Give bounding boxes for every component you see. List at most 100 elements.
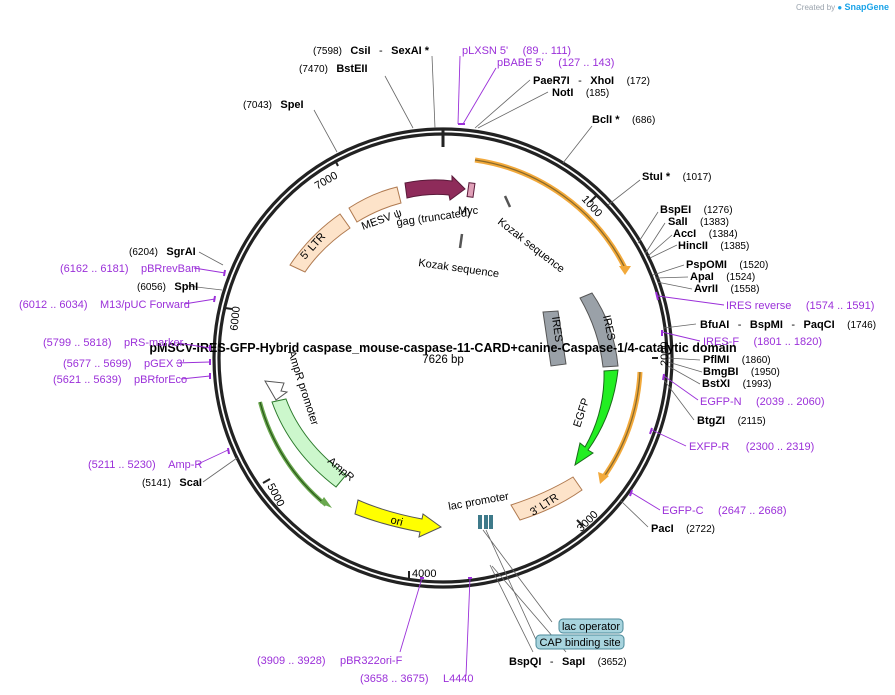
primer-site: (5211 .. 5230) Amp-R	[88, 455, 202, 472]
kozak-mark-1	[503, 195, 512, 208]
leader-line	[187, 285, 223, 291]
primer-marks	[209, 123, 665, 579]
primer-leader-lines	[175, 55, 725, 677]
leader-line	[637, 211, 678, 259]
primer-leader	[183, 298, 216, 305]
primer-mark	[227, 447, 230, 455]
primer-leader	[661, 331, 701, 342]
leader-line	[482, 529, 553, 643]
leader-line	[477, 91, 549, 129]
primer-leader	[399, 577, 423, 653]
primer-leader	[631, 492, 661, 511]
lac-operator-box	[558, 618, 624, 634]
primer-leader	[465, 577, 471, 677]
primer-site: (6012 .. 6034) M13/pUC Forward	[19, 295, 190, 312]
tick-mark	[334, 159, 339, 167]
label-ires-1: IRES	[549, 316, 564, 343]
primer-labels: pLXSN 5' (89 .. 111) pBABE 5' (127 .. 14…	[19, 45, 874, 685]
primer-site: EXFP-R (2300 .. 2319)	[689, 437, 814, 454]
enzyme-site: BtgZI (2115)	[697, 411, 766, 428]
primer-site: (5677 .. 5699) pGEX 3'	[63, 354, 185, 371]
orange-arc-right-head	[598, 472, 609, 484]
primer-leader	[651, 429, 687, 447]
label-gag: gag (truncated)	[396, 207, 472, 229]
leader-line	[431, 55, 436, 129]
enzyme-site: HincII (1385)	[678, 236, 749, 253]
enzyme-site: AvrII (1558)	[694, 279, 759, 296]
primer-leader	[193, 267, 226, 274]
label-myc: Myc	[458, 205, 479, 217]
ruler-ticks	[224, 159, 658, 579]
enzyme-site: (5141) ScaI	[142, 473, 202, 490]
label-kozak-2: Kozak sequence	[418, 257, 500, 280]
enzyme-site: (6204) SgrAI	[129, 242, 196, 259]
gag-arrow	[404, 174, 466, 201]
tick-label-4000: 4000	[412, 568, 436, 580]
enzyme-site: BspEI (1276)	[660, 200, 733, 217]
primer-site: EGFP-C (2647 .. 2668)	[662, 501, 787, 518]
primer-site: (6162 .. 6181) pBRrevBam	[60, 259, 200, 276]
created-by-text: Created by	[796, 3, 836, 12]
plasmid-name: pMSCV-IRES-GFP-Hybrid caspase_mouse-casp…	[149, 341, 736, 355]
enzyme-site: PaeR7I - XhoI (172)	[533, 71, 650, 88]
leader-lines	[187, 55, 703, 653]
primer-leader	[657, 295, 725, 306]
primer-mark	[629, 489, 633, 497]
ampr-promoter-arrow	[264, 380, 289, 401]
primer-leader	[462, 67, 497, 125]
enzyme-site: BmgBI (1950)	[703, 362, 780, 379]
primer-leader	[457, 55, 461, 125]
kozak-mark-2	[458, 233, 464, 249]
enzyme-site: PspOMI (1520)	[686, 255, 768, 272]
enzyme-site: (7043) SpeI	[243, 95, 304, 112]
enzyme-site: AccI (1384)	[673, 224, 738, 241]
cap-site-label: CAP binding site	[539, 637, 620, 649]
primer-site: (5799 .. 5818) pRS-marker	[43, 333, 184, 350]
egfp-arrow	[574, 369, 619, 467]
enzyme-site: BfuAI - BspMI - PaqCI (1746)	[700, 315, 876, 332]
enzyme-labels: (7598) CsiI - SexAI * (7470) BstEII (704…	[129, 41, 876, 668]
primer-leader	[177, 342, 211, 349]
lac-promoter-mark	[489, 515, 493, 529]
ltr5-box	[289, 213, 351, 273]
ires-box-1	[542, 310, 567, 367]
enzyme-site: PflMI (1860)	[703, 350, 771, 367]
primer-leader	[663, 375, 699, 401]
primer-leader	[180, 375, 211, 380]
leader-line	[384, 75, 414, 129]
site-boxes: lac operator CAP binding site	[535, 618, 625, 650]
enzyme-site: SalI (1383)	[668, 212, 729, 229]
primer-site: (5621 .. 5639) pBRforEco	[53, 370, 187, 387]
tick-mark	[262, 478, 271, 484]
brand-name: SnapGene	[844, 2, 889, 12]
label-ires-2: IRES	[600, 314, 617, 342]
primer-site: (3909 .. 3928) pBR322ori-F	[257, 651, 403, 668]
enzyme-site: PacI (2722)	[651, 519, 715, 536]
tick-mark	[589, 195, 597, 203]
enzyme-site: (7598) CsiI - SexAI *	[313, 41, 430, 58]
enzyme-site: (7470) BstEII	[299, 59, 368, 76]
orange-arc-top-head	[619, 266, 631, 275]
primer-mark	[649, 427, 653, 435]
green-arc-left-line	[259, 401, 327, 506]
enzyme-site: BclI * (686)	[592, 110, 655, 127]
leader-line	[562, 125, 593, 164]
primer-mark	[655, 291, 659, 301]
leader-line	[474, 79, 531, 129]
tick-mark	[576, 519, 584, 527]
leader-line	[619, 499, 649, 528]
orange-arc-right-line	[602, 371, 641, 479]
snapgene-logo-icon: ●	[837, 3, 843, 12]
lac-operator-mark	[478, 515, 482, 529]
ires-box-2	[579, 292, 619, 368]
primer-mark	[662, 373, 665, 381]
tick-label-6000: 6000	[228, 306, 242, 332]
enzyme-site: BstXI (1993)	[702, 374, 771, 391]
enzyme-site: ApaI (1524)	[690, 267, 755, 284]
cap-site-mark	[484, 515, 488, 529]
cap-site-box	[535, 634, 625, 650]
tick-mark	[224, 307, 233, 310]
ampr-arrow	[271, 398, 347, 488]
leader-line	[198, 251, 224, 266]
